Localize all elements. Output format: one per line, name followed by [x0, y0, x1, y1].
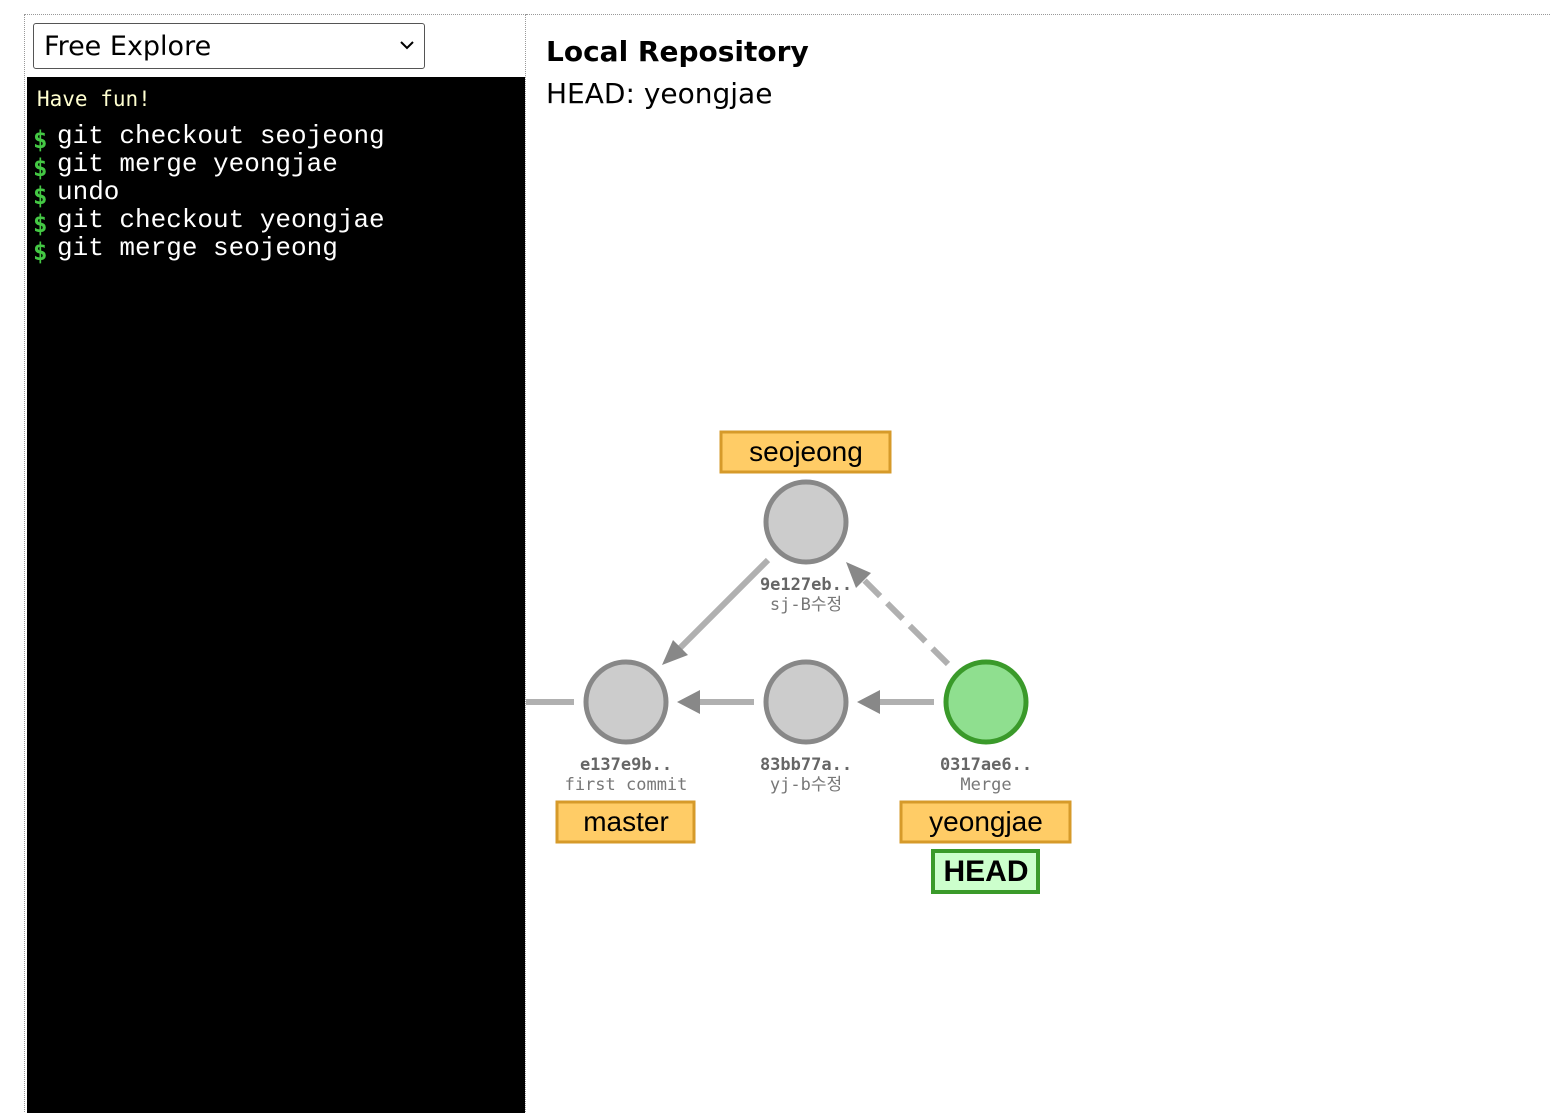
arrowhead-icon [677, 690, 700, 714]
commit-message: Merge [960, 775, 1011, 795]
history-line: $ git merge yeongjae [33, 149, 385, 182]
arrowhead-icon [846, 562, 871, 588]
prompt-icon: $ [33, 182, 48, 210]
history-command: git merge yeongjae [57, 149, 338, 179]
mode-select-value: Free Explore [44, 30, 212, 62]
commit-hash: 9e127eb.. [760, 575, 852, 595]
history-line: $ git checkout yeongjae [33, 205, 385, 238]
branch-label-yeongjae[interactable]: yeongjae [899, 800, 1072, 844]
repository-title: Local Repository [546, 35, 809, 68]
head-branch-name: yeongjae [643, 77, 773, 110]
prompt-icon: $ [33, 126, 48, 154]
prompt-icon: $ [33, 210, 48, 238]
history-line: $ undo [33, 177, 385, 210]
prompt-icon: $ [33, 154, 48, 182]
branch-name: seojeong [749, 436, 863, 467]
branch-name: master [583, 806, 669, 837]
commit-message: yj-b수정 [770, 775, 842, 795]
console-output[interactable]: Have fun! $ git checkout seojeong $ git … [27, 77, 525, 1113]
history-line: $ git checkout seojeong [33, 121, 385, 154]
edge-9e127eb-to-e137e9b [677, 557, 771, 651]
branch-name: yeongjae [929, 806, 1043, 837]
history-line: $ git merge seojeong [33, 233, 385, 266]
console-greeting: Have fun! [37, 87, 151, 111]
history-command: git checkout seojeong [57, 121, 385, 151]
commit-83bb77a[interactable]: 83bb77a.. yj-b수정 [760, 659, 852, 795]
arrowhead-icon [857, 690, 880, 714]
head-tag[interactable]: HEAD [931, 849, 1040, 894]
commit-hash: 0317ae6.. [940, 755, 1032, 775]
commit-message: first commit [565, 775, 688, 795]
history-command: git merge seojeong [57, 233, 338, 263]
prompt-icon: $ [33, 238, 48, 266]
head-tag-label: HEAD [943, 855, 1028, 888]
commit-hash: 83bb77a.. [760, 755, 852, 775]
commit-9e127eb[interactable]: 9e127eb.. sj-B수정 [760, 479, 852, 615]
head-prefix: HEAD: [546, 77, 635, 110]
chevron-down-icon [400, 41, 414, 50]
branch-label-master[interactable]: master [555, 800, 696, 844]
commit-hash: e137e9b.. [580, 755, 672, 775]
command-history: $ git checkout seojeong $ git merge yeon… [33, 121, 385, 266]
history-command: git checkout yeongjae [57, 205, 385, 235]
history-command: undo [57, 177, 120, 207]
repository-panel: Local Repository HEAD: yeongjae [526, 14, 1550, 1112]
commit-0317ae6-head[interactable]: 0317ae6.. Merge [940, 659, 1032, 795]
arrowhead-icon [662, 640, 688, 665]
head-status: HEAD: yeongjae [546, 77, 772, 110]
commit-message: sj-B수정 [770, 595, 842, 615]
console-panel: Free Explore Have fun! $ git checkout se… [24, 14, 526, 1113]
commit-e137e9b[interactable]: e137e9b.. first commit [565, 659, 688, 795]
branch-label-seojeong[interactable]: seojeong [719, 430, 892, 474]
mode-select[interactable]: Free Explore [33, 23, 425, 69]
edge-0317ae6-to-9e127eb-merge [859, 575, 951, 667]
